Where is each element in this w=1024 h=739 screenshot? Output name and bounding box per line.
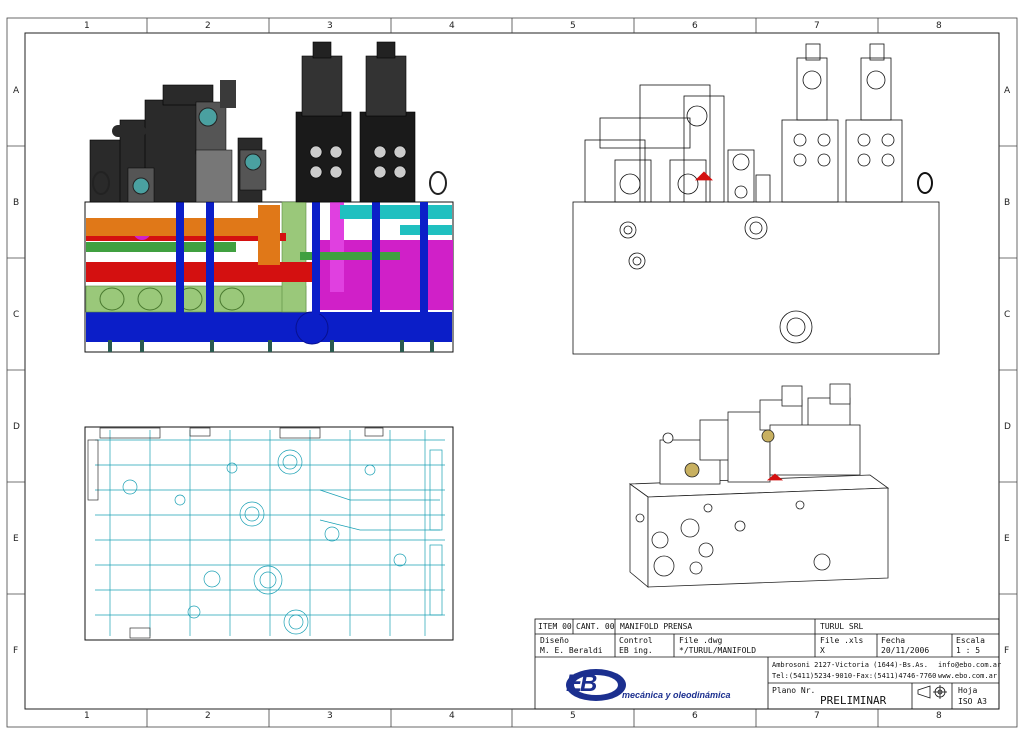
column-label: 8 [936, 21, 942, 31]
title-block-frame [534, 618, 1000, 710]
column-label: 7 [814, 711, 820, 721]
row-label: E [1004, 534, 1010, 544]
iso-projection-symbol [917, 685, 947, 699]
row-label: F [13, 646, 19, 656]
row-label: B [1004, 198, 1011, 208]
row-label: B [13, 198, 20, 208]
column-label: 6 [692, 711, 698, 721]
row-label: C [13, 310, 20, 320]
cant-label: CANT. 00 [576, 622, 615, 631]
company-logo [566, 669, 626, 701]
column-label: 3 [327, 711, 333, 721]
diseno-label: Diseño [540, 636, 569, 645]
row-label: F [1004, 646, 1010, 656]
column-label: 4 [449, 711, 455, 721]
row-label: D [13, 422, 20, 432]
column-label: 1 [84, 21, 90, 31]
escala-label: Escala [956, 636, 985, 645]
drawing-title: MANIFOLD PRENSA [620, 622, 693, 631]
plano-label: Plano Nr. [772, 686, 816, 695]
column-label: 5 [570, 711, 576, 721]
row-label: E [13, 534, 19, 544]
manifold-top-cyan-view [84, 426, 454, 641]
logo-letters: EB [566, 670, 597, 697]
row-label: D [1004, 422, 1011, 432]
logo-tagline: mecánica y oleodinámica [622, 690, 731, 700]
manifold-front-line-view [572, 43, 940, 355]
hoja-label: Hoja [958, 686, 978, 695]
fecha-label: Fecha [881, 636, 906, 645]
company-email: info@ebo.com.ar [938, 661, 1002, 669]
escala-value: 1 : 5 [956, 646, 981, 655]
hoja-value: ISO A3 [958, 697, 987, 706]
manifold-front-color-view [84, 41, 454, 353]
column-label: 3 [327, 21, 333, 31]
column-ticks [7, 18, 1017, 727]
file-xls-label: File .xls [820, 636, 864, 645]
column-label: 2 [205, 21, 211, 31]
plano-value: PRELIMINAR [820, 694, 887, 707]
client-name: TURUL SRL [820, 622, 864, 631]
file-dwg-value: */TURUL/MANIFOLD [679, 646, 757, 655]
row-label: A [1004, 86, 1011, 96]
company-phone: Tel:(5411)5234-9010-Fax:(5411)4746-7760 [772, 672, 937, 680]
diseno-value: M. E. Beraldi [540, 646, 603, 655]
column-label: 1 [84, 711, 90, 721]
fecha-value: 20/11/2006 [881, 646, 930, 655]
column-label: 6 [692, 21, 698, 31]
column-label: 4 [449, 21, 455, 31]
company-address: Ambrosoni 2127-Victoria (1644)-Bs.As. [772, 661, 928, 669]
column-label: 2 [205, 711, 211, 721]
file-dwg-label: File .dwg [679, 636, 723, 645]
row-label: A [13, 86, 20, 96]
control-label: Control [619, 636, 653, 645]
column-label: 5 [570, 21, 576, 31]
column-label: 8 [936, 711, 942, 721]
company-web: www.ebo.com.ar [938, 672, 998, 680]
row-label: C [1004, 310, 1011, 320]
manifold-isometric-view [628, 383, 890, 588]
file-xls-value: X [820, 646, 825, 655]
column-label: 7 [814, 21, 820, 31]
control-value: EB ing. [619, 646, 653, 655]
item-label: ITEM 00 [538, 622, 572, 631]
